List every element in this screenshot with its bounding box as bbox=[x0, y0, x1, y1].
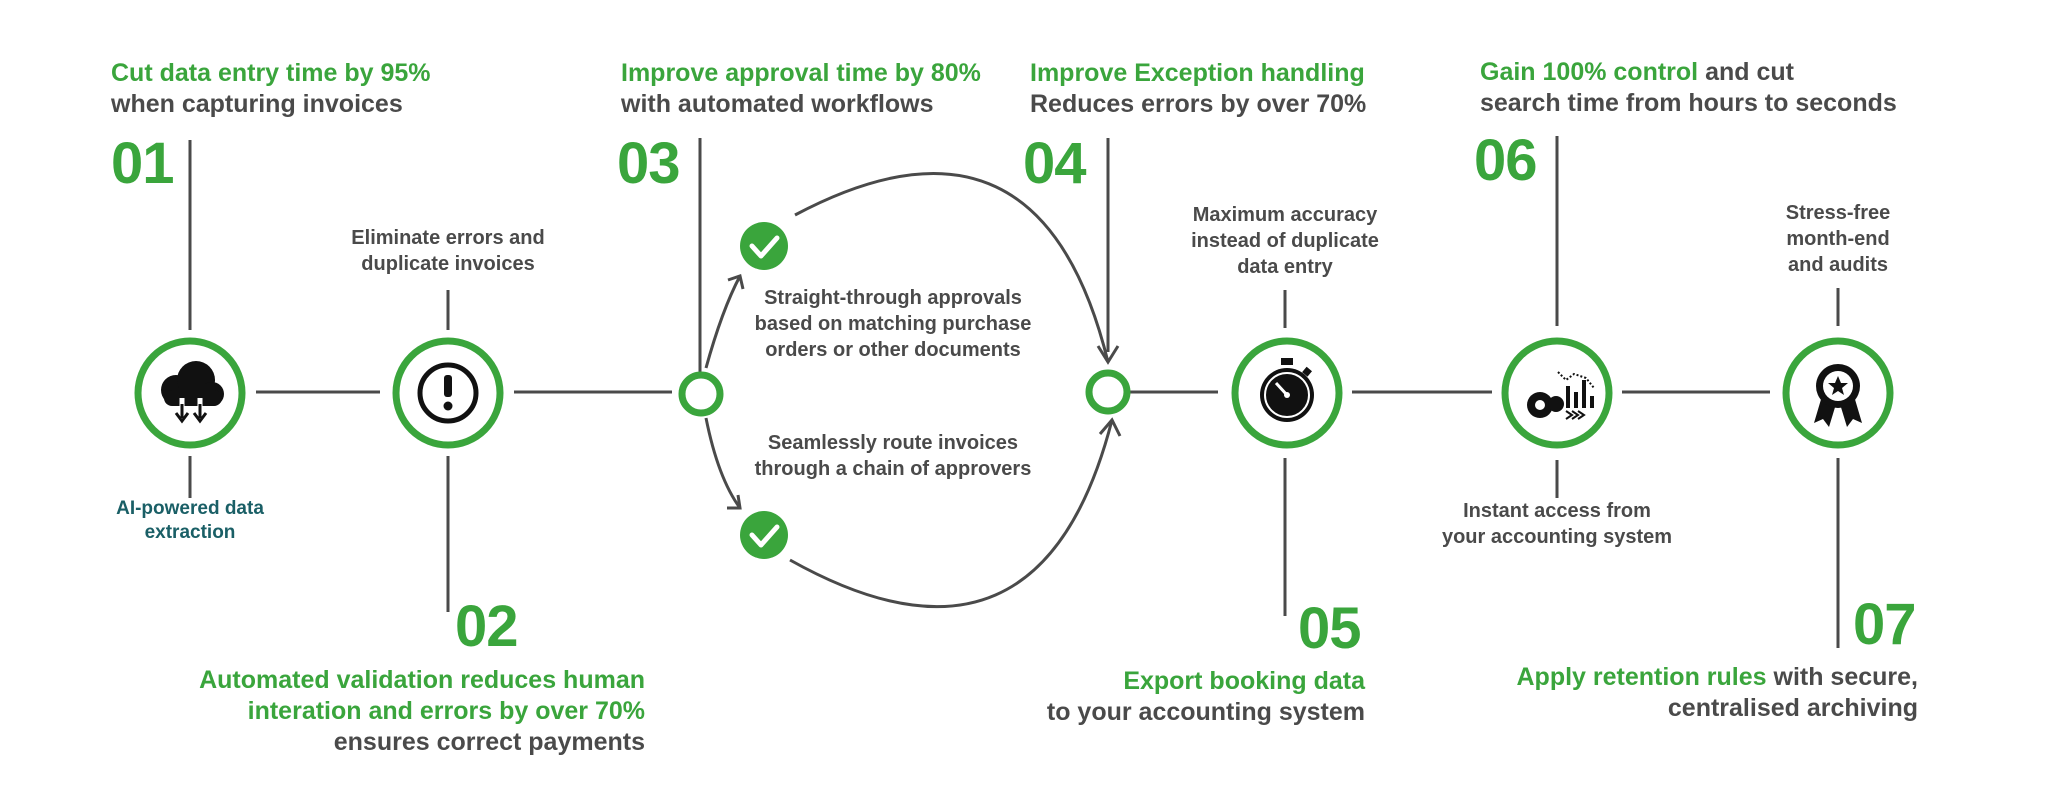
note-stp-line-1: Straight-through approvals bbox=[764, 287, 1022, 309]
note-straight-through: Straight-through approvals based on matc… bbox=[733, 285, 1053, 363]
step-07-number: 07 bbox=[1853, 592, 1917, 657]
branch-up-arrow bbox=[727, 274, 745, 290]
step-06-number: 06 bbox=[1474, 128, 1538, 193]
note-ai-extraction: AI-powered data extraction bbox=[100, 497, 280, 545]
step-02-green-1: Automated validation reduces human bbox=[199, 666, 645, 694]
step-05-green: Export booking data bbox=[1123, 667, 1365, 695]
note-route-line-1: Seamlessly route invoices bbox=[767, 432, 1019, 454]
note-accuracy-line-2: instead of duplicate bbox=[1191, 230, 1379, 252]
step-07-dark-1: with secure, bbox=[1773, 663, 1919, 691]
step-04-green: Improve Exception handling bbox=[1030, 59, 1365, 87]
node-07 bbox=[1782, 337, 1894, 449]
step-04-dark: Reduces errors by over 70% bbox=[1030, 90, 1367, 118]
exclamation-icon bbox=[417, 362, 479, 424]
step-06-headline: Gain 100% control and cut search time fr… bbox=[1480, 57, 1897, 119]
note-eliminate-line-2: duplicate invoices bbox=[361, 253, 535, 275]
junction-ring-03 bbox=[678, 371, 724, 417]
note-route-line-2: through a chain of approvers bbox=[754, 458, 1032, 480]
step-03-dark: with automated workflows bbox=[621, 90, 934, 118]
step-06-green: Gain 100% control bbox=[1480, 58, 1699, 86]
step-05-dark: to your accounting system bbox=[1046, 698, 1365, 726]
branch-down bbox=[704, 417, 742, 509]
note-ai-line-2: extraction bbox=[144, 522, 236, 543]
note-stress-line-3: and audits bbox=[1787, 254, 1888, 276]
node-01 bbox=[134, 337, 246, 449]
step-02-number: 02 bbox=[455, 594, 519, 659]
step-05-number: 05 bbox=[1298, 596, 1362, 661]
step-07-dark-2: centralised archiving bbox=[1667, 694, 1918, 722]
step-05-headline: Export booking data to your accounting s… bbox=[980, 666, 1365, 728]
branch-down-arrow bbox=[727, 494, 742, 510]
note-stress-line-2: month-end bbox=[1786, 228, 1890, 250]
node-06 bbox=[1501, 337, 1613, 449]
step-02-headline: Automated validation reduces human inter… bbox=[140, 665, 645, 758]
award-ribbon-icon bbox=[1814, 364, 1862, 427]
note-instant-access: Instant access from your accounting syst… bbox=[1417, 498, 1697, 550]
loop-bottom-arc bbox=[789, 419, 1114, 609]
note-eliminate-line-1: Eliminate errors and bbox=[351, 227, 545, 249]
note-stp-line-2: based on matching purchase bbox=[754, 313, 1032, 335]
step-03-green: Improve approval time by 80% bbox=[621, 59, 981, 87]
step-02-green-2: interation and errors by over 70% bbox=[247, 697, 645, 725]
step-02-dark: ensures correct payments bbox=[333, 728, 645, 756]
step-06-dark-2: search time from hours to seconds bbox=[1480, 89, 1897, 117]
step-01-green: Cut data entry time by 95% bbox=[111, 59, 431, 87]
junction-ring-04 bbox=[1085, 369, 1131, 415]
step-06-dark-1: and cut bbox=[1705, 58, 1794, 86]
note-instant-line-1: Instant access from bbox=[1463, 500, 1651, 522]
note-ai-line-1: AI-powered data bbox=[116, 498, 264, 519]
node-05 bbox=[1231, 337, 1343, 449]
note-stp-line-3: orders or other documents bbox=[765, 339, 1021, 361]
note-instant-line-2: your accounting system bbox=[1441, 526, 1673, 548]
step-04-number: 04 bbox=[1023, 131, 1087, 196]
chart-gears-icon bbox=[1527, 371, 1595, 420]
step-03-headline: Improve approval time by 80% with automa… bbox=[621, 58, 981, 120]
cloud-download-icon bbox=[161, 361, 224, 424]
checkmark-icon bbox=[740, 222, 788, 270]
note-eliminate-errors: Eliminate errors and duplicate invoices bbox=[328, 225, 568, 277]
note-stress-free: Stress-free month-end and audits bbox=[1758, 200, 1918, 278]
step-01-headline: Cut data entry time by 95% when capturin… bbox=[111, 58, 431, 120]
step-01-dark: when capturing invoices bbox=[111, 90, 403, 118]
checkmark-icon bbox=[740, 511, 788, 559]
note-stress-line-1: Stress-free bbox=[1785, 202, 1891, 224]
note-accuracy-line-3: data entry bbox=[1237, 256, 1333, 278]
note-maximum-accuracy: Maximum accuracy instead of duplicate da… bbox=[1160, 202, 1410, 280]
step-07-green: Apply retention rules bbox=[1516, 663, 1767, 691]
step-03-number: 03 bbox=[617, 131, 681, 196]
loop-top-arc bbox=[794, 172, 1110, 363]
node-02 bbox=[392, 337, 504, 449]
note-route-invoices: Seamlessly route invoices through a chai… bbox=[733, 430, 1053, 482]
branch-up bbox=[704, 275, 742, 369]
step-01-number: 01 bbox=[111, 131, 175, 196]
note-accuracy-line-1: Maximum accuracy bbox=[1192, 204, 1378, 226]
step-04-headline: Improve Exception handling Reduces error… bbox=[1030, 58, 1366, 120]
stopwatch-icon bbox=[1260, 358, 1314, 422]
step-07-headline: Apply retention rules with secure, centr… bbox=[1400, 662, 1919, 724]
loop-bottom-arrow bbox=[1098, 417, 1122, 437]
